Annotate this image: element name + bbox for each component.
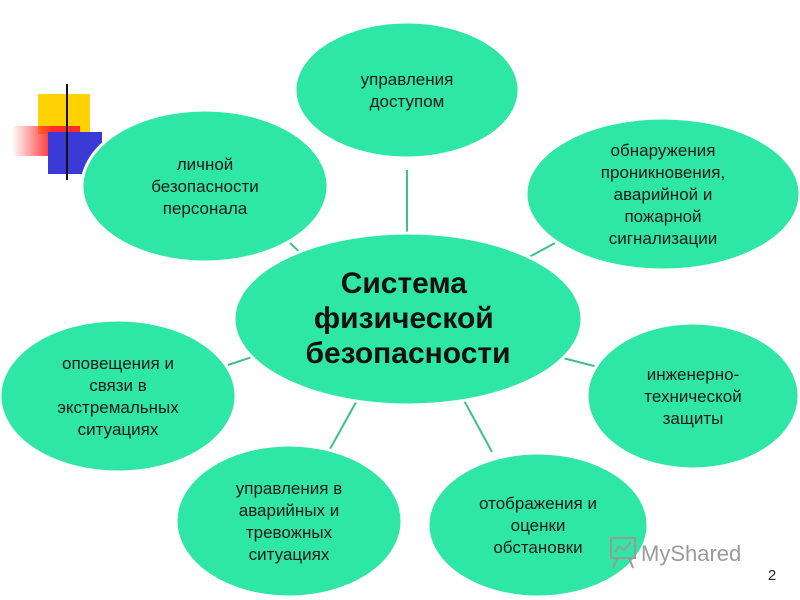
myshared-watermark: MyShared [610, 537, 741, 569]
satellite-nodes: управления доступом обнаружения проникновен… [0, 20, 800, 599]
node-personnel-safety: личной безопасности персонала [80, 108, 330, 264]
center-node-ellipse [232, 231, 584, 407]
node-label-line: аварийной и [614, 185, 713, 204]
watermark-text: MyShared [641, 541, 741, 566]
node-label-emergency-management: управления в аварийных и тревожных ситуация… [236, 479, 342, 564]
node-ellipse-access-control [293, 20, 521, 160]
node-label-line: безопасности [151, 177, 258, 196]
presentation-board-icon [610, 537, 636, 569]
node-ellipse-personnel-safety [80, 108, 330, 264]
node-label-line: личной [177, 155, 234, 174]
node-label-line: технической [644, 387, 741, 406]
node-label-line: сигнализации [609, 229, 717, 248]
node-label-engineering-protection: инженерно-технической защиты [644, 365, 741, 428]
node-access-control: управления доступом [293, 20, 521, 160]
center-line-2: физической [314, 302, 494, 335]
node-emergency-management: управления в аварийных и тревожных ситуация… [174, 443, 404, 599]
node-label-line: управления [361, 70, 454, 89]
node-ellipse-extreme-notification [0, 318, 238, 474]
node-label-line: инженерно- [647, 365, 740, 384]
node-label-line: тревожных [246, 523, 333, 542]
node-extreme-notification: оповещения и связи в экстремальных ситуация… [0, 318, 238, 474]
node-label-line: ситуациях [249, 545, 330, 564]
center-node-title: Система физической безопасности [305, 267, 510, 370]
center-line-3: безопасности [305, 337, 510, 370]
node-label-line: оценки [511, 516, 566, 535]
node-label-situation-display: отображения и оценки обстановки [479, 494, 597, 557]
node-label-line: обнаружения [611, 141, 716, 160]
node-label-intrusion-detection: обнаружения проникновения, аварийной и пожа… [601, 141, 725, 248]
node-situation-display: отображения и оценки обстановки [426, 451, 650, 599]
connector-emergency-management [329, 394, 361, 450]
connector-situation-display [459, 392, 493, 453]
node-ellipse-intrusion-detection [524, 116, 800, 272]
node-ellipse-engineering-protection [585, 321, 800, 471]
node-label-line: доступом [370, 92, 445, 111]
node-label-access-control: управления доступом [361, 70, 454, 111]
node-ellipse-emergency-management [174, 443, 404, 599]
node-label-line: проникновения, [601, 163, 725, 182]
node-label-line: обстановки [493, 538, 582, 557]
page-number: 2 [768, 567, 776, 584]
node-label-line: управления в [236, 479, 342, 498]
center-node: Система физической безопасности [232, 231, 584, 407]
center-line-1: Система [341, 267, 468, 300]
node-label-line: защиты [663, 409, 724, 428]
node-label-line: экстремальных [57, 398, 179, 417]
node-label-personnel-safety: личной безопасности персонала [151, 155, 258, 218]
node-engineering-protection: инженерно-технической защиты [585, 321, 800, 471]
node-label-line: ситуациях [78, 420, 159, 439]
node-label-line: связи в [89, 376, 147, 395]
node-label-line: отображения и [479, 494, 597, 513]
node-label-line: аварийных и [239, 501, 340, 520]
node-label-line: оповещения и [62, 354, 174, 373]
node-label-line: пожарной [624, 207, 701, 226]
node-intrusion-detection: обнаружения проникновения, аварийной и пожа… [524, 116, 800, 272]
node-label-extreme-notification: оповещения и связи в экстремальных ситуация… [57, 354, 179, 439]
node-label-line: персонала [163, 199, 248, 218]
node-ellipse-situation-display [426, 451, 650, 599]
